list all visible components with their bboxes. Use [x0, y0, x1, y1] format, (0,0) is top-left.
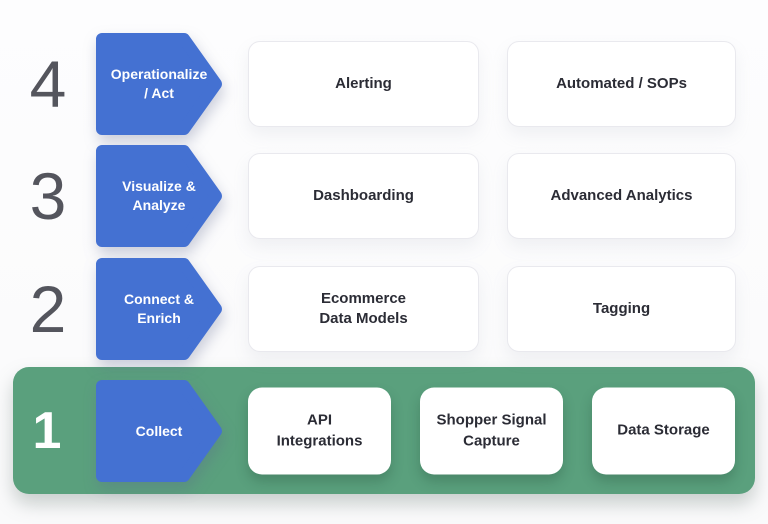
capability-card-data-storage: Data Storage: [592, 387, 735, 475]
level-number-3: 3: [29, 159, 67, 233]
stage-arrow-collect: Collect: [96, 380, 222, 482]
row-level-3: 3 Visualize & Analyze Dashboarding Advan…: [0, 145, 768, 247]
stage-arrow-visualize: Visualize & Analyze: [96, 145, 222, 247]
row-level-1: 1 Collect API Integrations Shopper Signa…: [0, 380, 768, 482]
capability-card-alerting: Alerting: [248, 41, 479, 127]
level-number-4: 4: [29, 47, 67, 121]
capability-card-tagging: Tagging: [507, 266, 736, 352]
stage-label: Operationalize / Act: [110, 66, 208, 101]
capability-card-api-integrations: API Integrations: [248, 387, 391, 475]
row-level-2: 2 Connect & Enrich Ecommerce Data Models…: [0, 258, 768, 360]
chevron-right-icon: [96, 145, 222, 247]
capability-card-ecommerce-data-models: Ecommerce Data Models: [248, 266, 479, 352]
stage-label: Visualize & Analyze: [122, 178, 196, 213]
capability-card-advanced-analytics: Advanced Analytics: [507, 153, 736, 239]
chevron-right-icon: [96, 380, 222, 482]
stage-arrow-operationalize: Operationalize / Act: [96, 33, 222, 135]
capability-card-automated-sops: Automated / SOPs: [507, 41, 736, 127]
stage-arrow-connect: Connect & Enrich: [96, 258, 222, 360]
chevron-right-icon: [96, 258, 222, 360]
capability-card-shopper-signal-capture: Shopper Signal Capture: [420, 387, 563, 475]
level-number-1: 1: [32, 402, 62, 460]
chevron-right-icon: [96, 33, 222, 135]
stage-label: Collect: [135, 422, 183, 439]
row-level-4: 4 Operationalize / Act Alerting Automate…: [0, 33, 768, 135]
stage-label: Connect & Enrich: [124, 291, 194, 326]
level-number-2: 2: [29, 272, 67, 346]
capability-card-dashboarding: Dashboarding: [248, 153, 479, 239]
